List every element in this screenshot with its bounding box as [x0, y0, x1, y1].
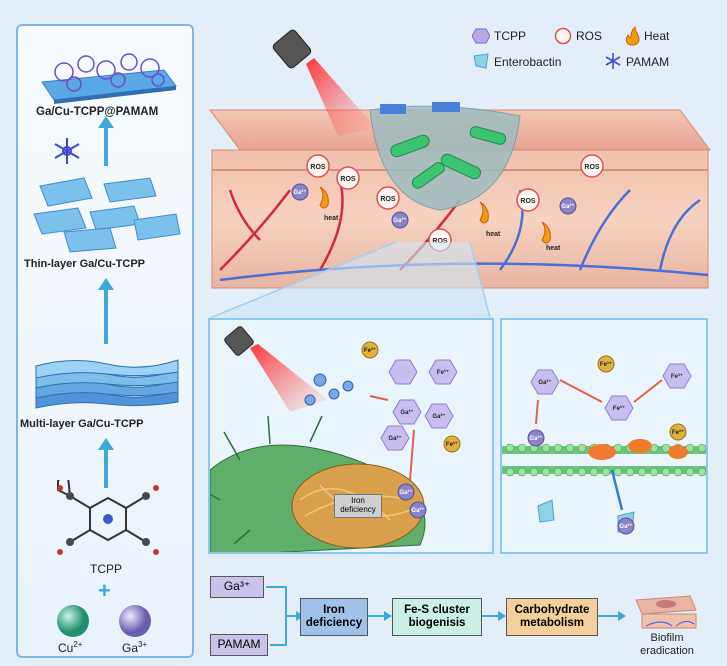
synthesis-panel: Ga/Cu-TCPP@PAMAM Thin-layer Ga/Cu-TCPP M… [16, 24, 194, 658]
coated-nanosheet-illustration [41, 53, 177, 104]
ros-circle-icon [554, 27, 572, 45]
ga-text: Ga³⁺ [561, 203, 574, 210]
ga-text: Ga³⁺ [538, 379, 551, 386]
ga-text: Ga³⁺ [393, 217, 406, 224]
iron-deficiency-label: Iron deficiency [334, 494, 382, 518]
membrane-inset: Ga³⁺ Fe³⁺ Fe³⁺ Fe³⁺ Fe³⁺ Ga³⁺ Ga³⁺ [500, 318, 708, 554]
pamam-input-box: PAMAM [210, 634, 268, 656]
flame-icon [625, 26, 640, 46]
snowflake-icon [54, 138, 80, 164]
fe-text: Fe³⁺ [600, 361, 612, 368]
zoom-connector-lines [209, 241, 491, 319]
bacterium-inset: Fe³⁺ Fe³⁺ Fe³⁺ Ga³⁺ Ga³⁺ Ga³⁺ Ga³⁺ Ga³⁺ … [208, 318, 494, 554]
legend-pamam: PAMAM [626, 55, 670, 69]
tcpp-molecule-illustration [57, 480, 159, 555]
cu-sphere-icon [57, 605, 89, 637]
thin-layer-sheets-illustration [33, 177, 181, 253]
ga-text: Ga³⁺ [619, 523, 632, 530]
legend-enterobactin: Enterobactin [494, 55, 562, 69]
fe-text: Fe³⁺ [446, 441, 458, 448]
multi-layer-label: Multi-layer Ga/Cu-TCPP [20, 418, 144, 430]
cu-charge: 2+ [73, 640, 83, 649]
arrow-up-icon [98, 278, 114, 344]
biofilm-eradication-label: Biofilm eradication [640, 632, 694, 657]
fe-text: Fe³⁺ [613, 405, 625, 412]
bacterium-illustration: Fe³⁺ Fe³⁺ Fe³⁺ Ga³⁺ Ga³⁺ Ga³⁺ Ga³⁺ Ga³⁺ [210, 326, 461, 552]
ga-text: Ga³⁺ [399, 489, 412, 496]
fe-text: Fe³⁺ [672, 429, 684, 436]
laser-device-icon [272, 29, 376, 136]
coated-nanosheet-label: Ga/Cu-TCPP@PAMAM [36, 106, 159, 118]
fe-text: Fe³⁺ [364, 347, 376, 354]
fe-s-cluster-box: Fe-S cluster biogenisis [392, 598, 482, 636]
cu-text: Cu [58, 641, 74, 655]
ga-text: Ga³⁺ [529, 435, 542, 442]
enterobactin-icon [473, 53, 489, 69]
legend-heat: Heat [644, 29, 670, 43]
tcpp-hexagon-icon [472, 28, 490, 44]
biofilm-illustration [635, 595, 697, 629]
ga-sphere-icon [119, 605, 151, 637]
ga-text: Ga³⁺ [432, 413, 445, 420]
ga-text: Ga³⁺ [293, 189, 306, 196]
ros-text: ROS [432, 238, 448, 245]
thin-layer-label: Thin-layer Ga/Cu-TCPP [24, 258, 146, 270]
legend-tcpp: TCPP [494, 29, 527, 43]
ga-text: Ga³⁺ [400, 409, 413, 416]
arrow-up-icon [98, 116, 114, 166]
arrow-up-icon [98, 438, 114, 488]
heat-text: heat [324, 215, 339, 222]
pamam-icon [605, 53, 621, 69]
fe-text: Fe³⁺ [437, 369, 449, 376]
multi-layer-stack-illustration [35, 359, 179, 409]
iron-deficiency-box: Iron deficiency [300, 598, 368, 636]
ga-charge: 3+ [138, 640, 148, 649]
ga-text: Ga³⁺ [388, 435, 401, 442]
ga-text: Ga³⁺ [411, 507, 424, 514]
tcpp-label: TCPP [90, 562, 123, 576]
ros-text: ROS [520, 198, 536, 205]
heat-text: heat [546, 245, 561, 252]
ga-label: Ga3+ [122, 640, 147, 655]
ga-text: Ga [122, 641, 139, 655]
fe-text: Fe³⁺ [671, 373, 683, 380]
plus-sign: + [98, 578, 111, 603]
ros-text: ROS [584, 164, 600, 171]
membrane-illustration: Ga³⁺ Fe³⁺ Fe³⁺ Fe³⁺ Fe³⁺ Ga³⁺ Ga³⁺ [502, 355, 706, 535]
ros-text: ROS [380, 196, 396, 203]
ga-input-box: Ga³⁺ [210, 576, 264, 598]
carbohydrate-metabolism-box: Carbohydrate metabolism [506, 598, 598, 636]
legend-ros: ROS [576, 29, 603, 43]
heat-text: heat [486, 231, 501, 238]
skin-tissue-illustration: ROS ROS ROS ROS ROS ROS heat heat heat G… [209, 102, 711, 289]
cu-label: Cu2+ [58, 640, 82, 655]
ros-text: ROS [310, 164, 326, 171]
ros-text: ROS [340, 176, 356, 183]
